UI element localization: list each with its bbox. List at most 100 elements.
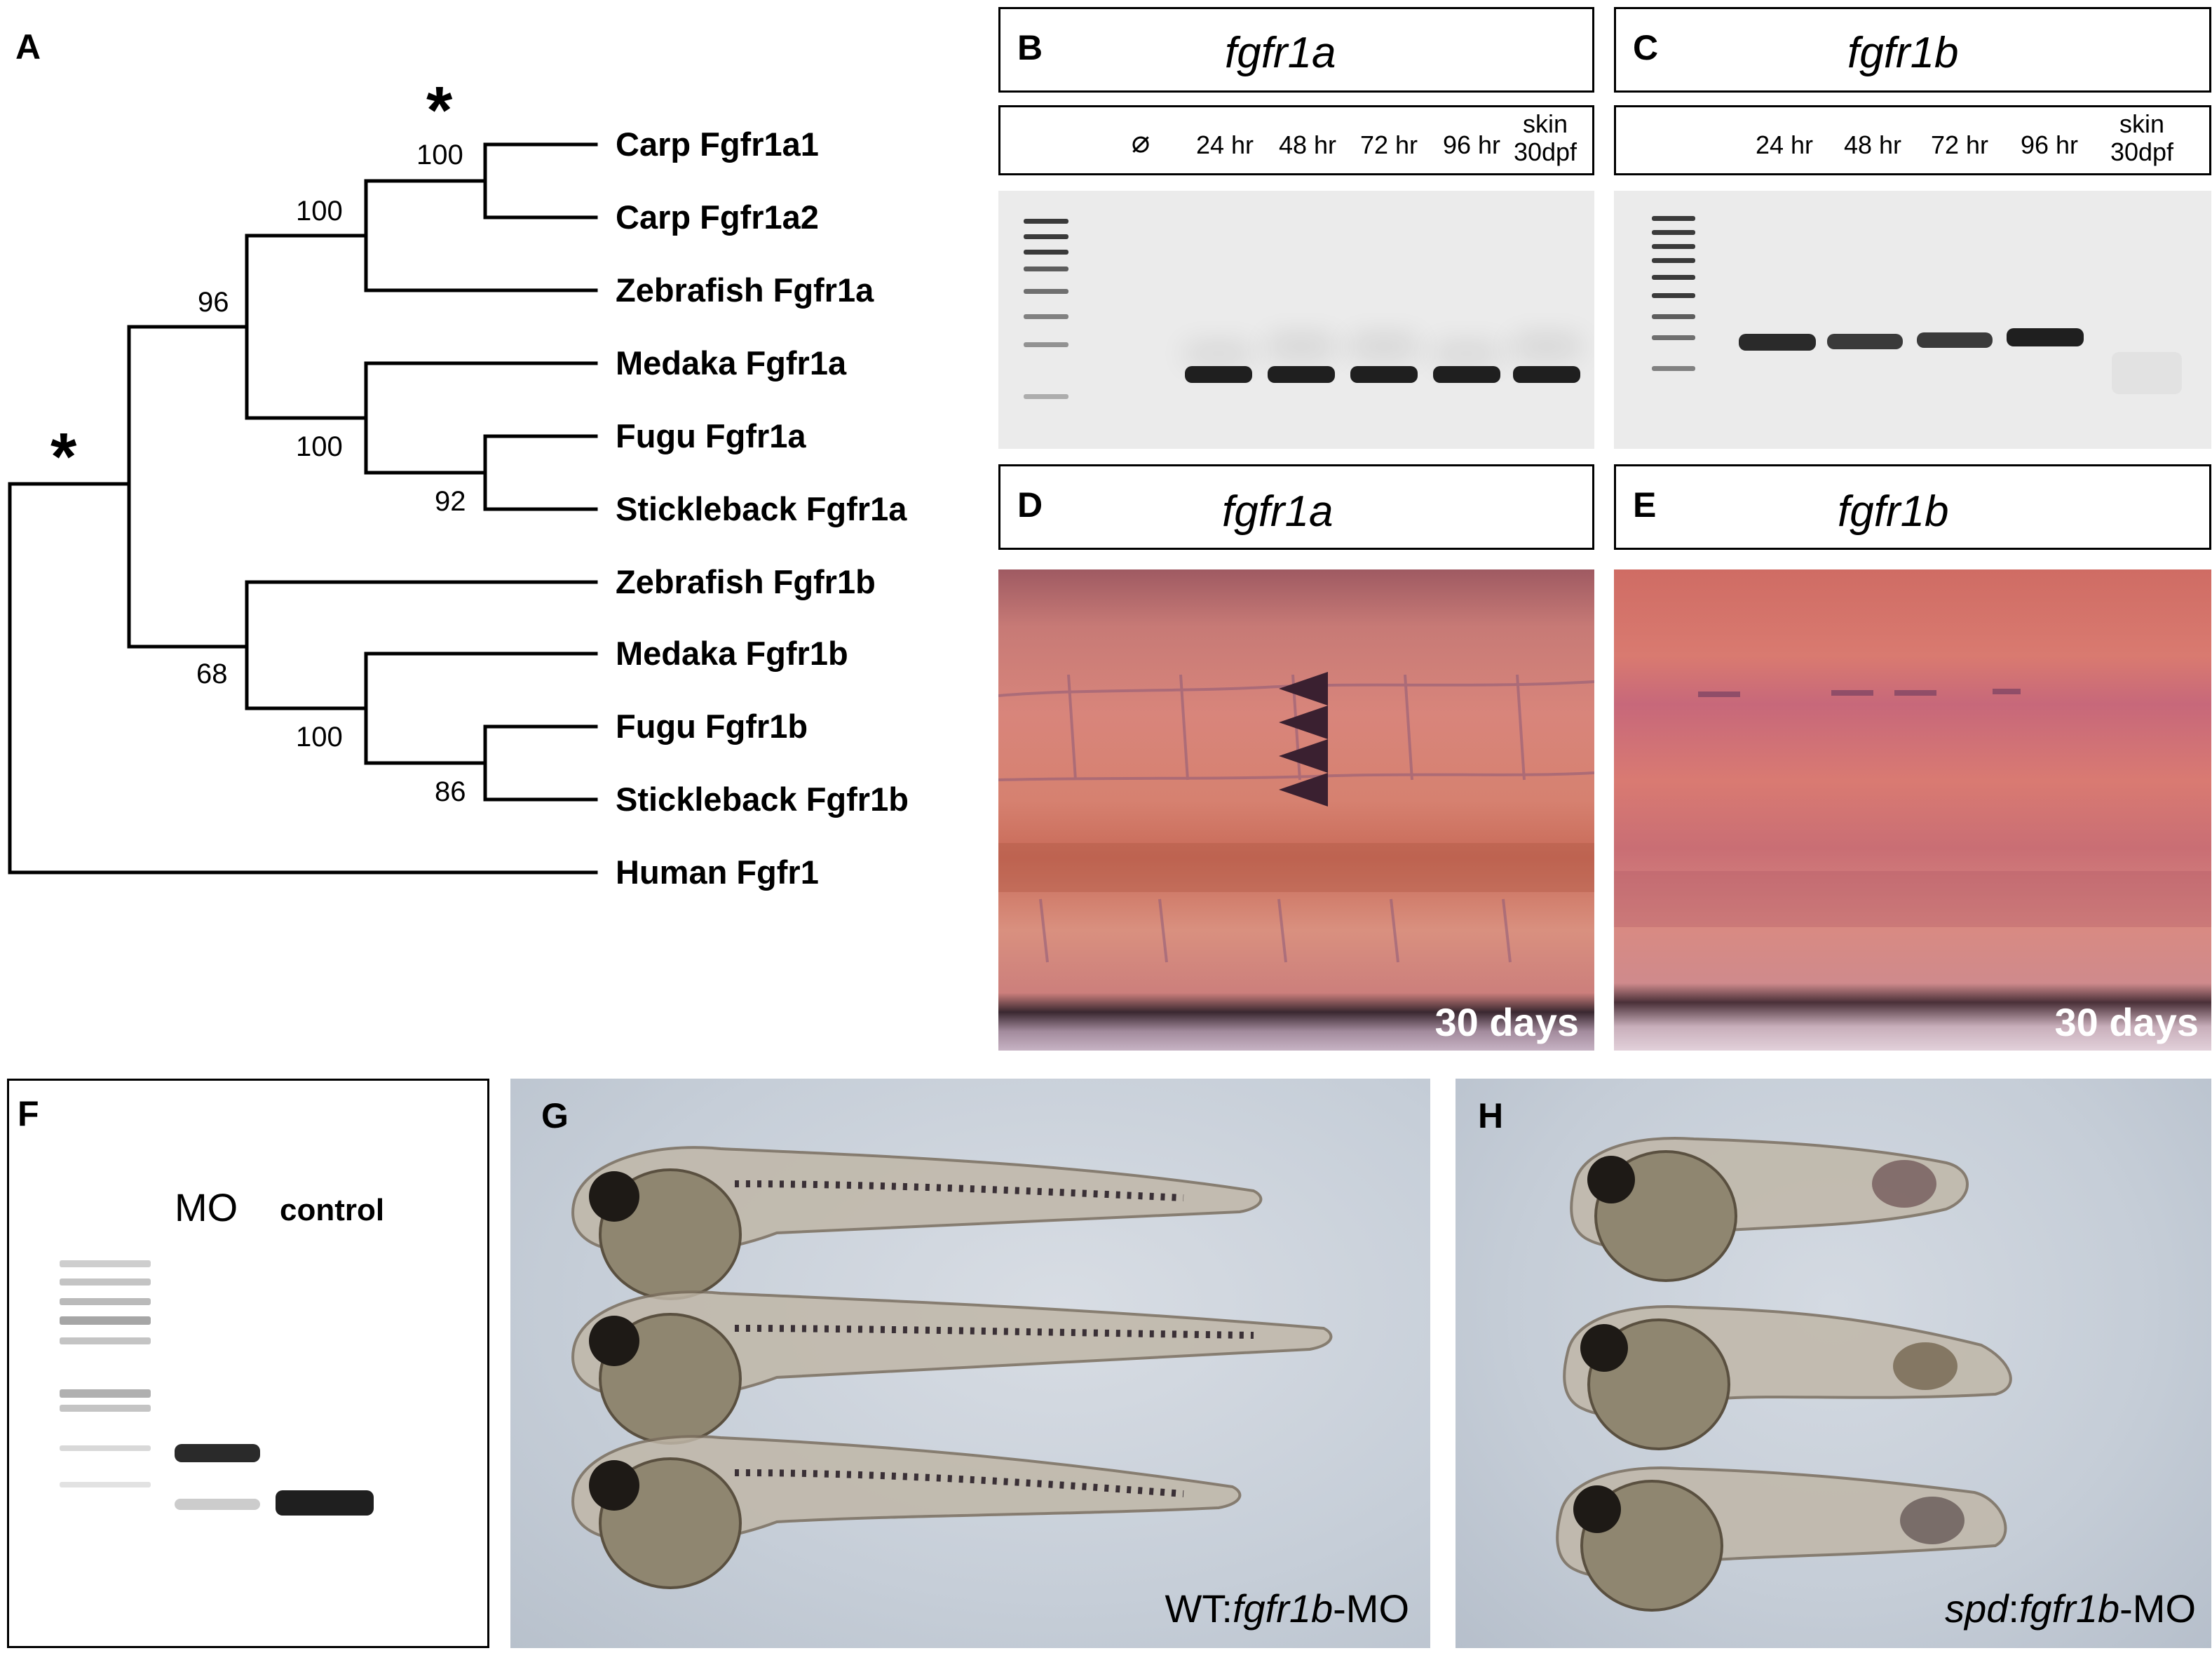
- taxon-label: Stickleback Fgfr1a: [616, 490, 907, 527]
- ladder-band: [60, 1482, 151, 1487]
- panel-d-label: D: [1017, 485, 1043, 525]
- gel-band-skin: [1513, 366, 1580, 383]
- lane-label-mo: MO: [175, 1185, 238, 1229]
- arrowhead-icon: [1279, 672, 1328, 706]
- ladder-band: [1652, 366, 1695, 371]
- ladder-band: [60, 1278, 151, 1286]
- taxon-label: Fugu Fgfr1b: [616, 708, 808, 745]
- embryo: [571, 1435, 1242, 1589]
- lane-label-negative: ⌀: [1131, 125, 1151, 159]
- ladder-band: [60, 1316, 151, 1325]
- panel-g-caption: WT:fgfr1b-MO: [1165, 1586, 1409, 1631]
- ladder-band: [1652, 216, 1695, 221]
- embryo: [571, 1290, 1333, 1445]
- gel-band-72hr: [1917, 332, 1993, 348]
- gel-band-48hr: [1827, 334, 1903, 349]
- panel-b-lane-header: ⌀ 24 hr 48 hr 72 hr 96 hr skin 30dpf: [998, 105, 1594, 175]
- embryo: [1563, 1304, 2012, 1450]
- gel-band-mo: [175, 1444, 260, 1462]
- gel-band-24hr: [1739, 334, 1816, 351]
- gel-band-72hr: [1350, 366, 1418, 383]
- panel-e-tissue-texture: [1614, 689, 2211, 927]
- panel-c-gel: [1614, 191, 2211, 449]
- lane-label-skin-line2: 30dpf: [2110, 137, 2174, 166]
- embryo: [1570, 1136, 1969, 1282]
- caption-gene: fgfr1b: [1232, 1586, 1334, 1631]
- lane-label-skin: skin 30dpf: [2100, 110, 2184, 166]
- panel-a-label: A: [15, 27, 41, 67]
- panel-g-label: G: [541, 1096, 569, 1135]
- lane-label: 72 hr: [1359, 130, 1418, 159]
- panel-b-gel: [998, 191, 1594, 449]
- lane-label: 24 hr: [1755, 130, 1814, 159]
- bootstrap-fgfr1a-clade: 96: [198, 287, 229, 318]
- ladder-band: [60, 1389, 151, 1398]
- ladder-band: [1024, 289, 1068, 294]
- embryo: [1556, 1466, 2007, 1612]
- star-carp-node: *: [426, 73, 453, 148]
- panel-e-gene: fgfr1b: [1838, 487, 1949, 536]
- panel-d-image: 30 days: [998, 569, 1594, 1051]
- panel-e-image: 30 days: [1614, 569, 2211, 1051]
- taxon-label: Medaka Fgfr1a: [616, 344, 847, 382]
- ladder-band: [1652, 258, 1695, 263]
- lane-label-control: control: [280, 1193, 385, 1227]
- taxon-label: Medaka Fgfr1b: [616, 635, 848, 672]
- taxon-label: Zebrafish Fgfr1a: [616, 271, 874, 309]
- arrowhead-icon: [1279, 739, 1328, 773]
- bootstrap-carp: 100: [416, 140, 463, 170]
- panel-h-embryos: [1556, 1136, 2012, 1612]
- gel-band-96hr: [2007, 328, 2084, 346]
- ladder-band: [1652, 275, 1695, 280]
- panel-c-header: C fgfr1b: [1614, 7, 2211, 93]
- arrowhead-icon: [1279, 773, 1328, 807]
- lane-label-skin-line2: 30dpf: [1513, 137, 1577, 166]
- ladder-band: [1652, 293, 1695, 298]
- panel-d-gene: fgfr1a: [1222, 487, 1334, 536]
- panel-e-stage: 30 days: [2054, 1000, 2199, 1044]
- bootstrap-medaka-fugu-stickleback-a: 100: [296, 431, 343, 462]
- lane-label: 48 hr: [1278, 130, 1337, 159]
- taxon-label: Stickleback Fgfr1b: [616, 781, 909, 818]
- ladder-band: [1024, 266, 1068, 271]
- panel-d-stage: 30 days: [1434, 1000, 1580, 1044]
- caption-prefix: WT:: [1165, 1586, 1233, 1631]
- panel-g-image: G WT:fgfr1b-MO: [510, 1079, 1430, 1648]
- caption-sep: :: [2008, 1586, 2019, 1631]
- lane-label-skin-line1: skin: [2119, 109, 2165, 138]
- taxon-label: Fugu Fgfr1a: [616, 417, 806, 454]
- star-root-node: *: [50, 419, 77, 494]
- ladder-band: [60, 1445, 151, 1451]
- panel-e-label: E: [1633, 485, 1657, 525]
- taxon-label: Carp Fgfr1a2: [616, 198, 819, 236]
- panel-b-gene: fgfr1a: [1225, 29, 1336, 77]
- bootstrap-carp-zebrafish: 100: [296, 196, 343, 227]
- ladder-band: [1024, 394, 1068, 399]
- lane-label-skin-line1: skin: [1522, 109, 1568, 138]
- lane-label: 96 hr: [1442, 130, 1501, 159]
- ladder-band: [1024, 234, 1068, 239]
- panel-c-gene: fgfr1b: [1847, 29, 1959, 77]
- gel-band-24hr: [1185, 366, 1252, 383]
- panel-b-header: B fgfr1a: [998, 7, 1594, 93]
- phylogenetic-tree: 100 100 96 100 92 68 100 86 * * Carp Fgf…: [8, 73, 909, 891]
- caption-suffix: -MO: [2119, 1586, 2196, 1631]
- panel-h-label: H: [1478, 1096, 1504, 1135]
- panel-d-header: D fgfr1a: [998, 464, 1594, 550]
- taxon-label: Zebrafish Fgfr1b: [616, 563, 876, 600]
- lane-label: 72 hr: [1930, 130, 1989, 159]
- lane-label-skin: skin 30dpf: [1507, 110, 1584, 166]
- panel-d-tissue-texture: [998, 672, 1594, 963]
- embryo: [571, 1146, 1263, 1300]
- caption-prefix: spd: [1945, 1586, 2009, 1631]
- caption-gene: fgfr1b: [2018, 1586, 2120, 1631]
- ladder-band: [60, 1405, 151, 1412]
- panel-h-caption: spd:fgfr1b-MO: [1945, 1586, 2196, 1631]
- panel-h-image: H spd:fgfr1b-MO: [1456, 1079, 2211, 1648]
- taxon-label: Carp Fgfr1a1: [616, 126, 819, 163]
- lane-label: 24 hr: [1195, 130, 1254, 159]
- ladder-band: [60, 1260, 151, 1267]
- ladder-band: [1024, 219, 1068, 224]
- arrowhead-icon: [1279, 706, 1328, 739]
- panel-c-label: C: [1633, 28, 1659, 67]
